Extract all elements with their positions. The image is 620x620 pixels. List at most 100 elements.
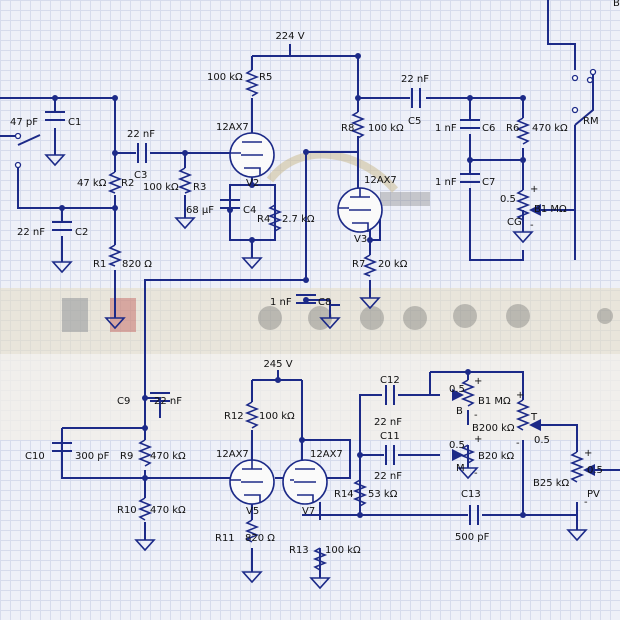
resistor-zigzags <box>107 69 600 571</box>
r9-value: 470 kΩ <box>150 451 186 462</box>
pot-cg-minus: - <box>530 220 534 231</box>
pot-m-wiper: 0.5 <box>449 440 465 451</box>
c4-value: 68 µF <box>186 205 214 216</box>
c10-value: 300 pF <box>75 451 110 462</box>
r3-ref: R3 <box>193 182 206 193</box>
pot-m-value: B20 kΩ <box>478 451 515 462</box>
tube-v5-symbol <box>229 459 275 505</box>
c2-ref: C2 <box>75 227 88 238</box>
pot-t-value: B200 kΩ <box>472 423 515 434</box>
r11-ref: R11 <box>215 533 235 544</box>
pot-cg-wiper: 0.5 <box>500 194 516 205</box>
pot-cg-ref: CG <box>507 217 522 228</box>
pot-t-plus: + <box>516 390 524 401</box>
tube-v7-ref: V7 <box>302 506 315 517</box>
c2-value: 22 nF <box>17 227 45 238</box>
c12-value: 22 nF <box>374 471 402 482</box>
c6-value: 1 nF <box>435 123 457 134</box>
r5-ref: R5 <box>259 72 272 83</box>
r1-ref: R1 <box>93 259 106 270</box>
pot-b-plus: + <box>474 376 482 387</box>
c7-value: 1 nF <box>435 177 457 188</box>
r3-value: 100 kΩ <box>143 182 179 193</box>
r2-value: 47 kΩ <box>77 178 107 189</box>
ground-symbols <box>44 154 588 590</box>
r6-value: 470 kΩ <box>532 123 568 134</box>
c9-ref: C9 <box>117 396 130 407</box>
junction-dots <box>52 53 526 518</box>
r6-ref: R6 <box>506 123 519 134</box>
r5-value: 100 kΩ <box>207 72 243 83</box>
pot-m-plus: + <box>474 434 482 445</box>
r10-value: 470 kΩ <box>150 505 186 516</box>
tube-v3-type: 12AX7 <box>364 175 397 186</box>
c10-ref: C10 <box>25 451 45 462</box>
tube-v2-ref: V2 <box>246 178 259 189</box>
switch-rm-label: RM <box>583 116 599 127</box>
c13-value: 500 pF <box>455 532 490 543</box>
c1-value: 47 pF <box>10 117 38 128</box>
c7-ref: C7 <box>482 177 495 188</box>
c5-value: 22 nF <box>401 74 429 85</box>
pot-m-minus: - <box>474 468 478 479</box>
tube-v7-type: 12AX7 <box>310 449 343 460</box>
r9-ref: R9 <box>120 451 133 462</box>
pot-pv-ref: PV <box>587 489 600 500</box>
open-terminals <box>14 68 597 169</box>
r7-ref: R7 <box>352 259 365 270</box>
r13-ref: R13 <box>289 545 309 556</box>
tube-v5-type: 12AX7 <box>216 449 249 460</box>
corner-text: B <box>613 0 620 9</box>
r8-value: 100 kΩ <box>368 123 404 134</box>
tube-v3-symbol <box>337 187 383 233</box>
pot-pv-value: B25 kΩ <box>533 478 570 489</box>
pot-b-wiper: 0.5 <box>449 384 465 395</box>
c11-value: 22 nF <box>374 417 402 428</box>
r1-value: 820 Ω <box>122 259 152 270</box>
tube-labels: 12AX7 V2 12AX7 V3 12AX7 V5 12AX7 V7 <box>216 122 397 517</box>
c3-ref: C3 <box>134 170 147 181</box>
c8-ref: C8 <box>318 297 331 308</box>
c5-ref: C5 <box>408 116 421 127</box>
pot-cg-plus: + <box>530 184 538 195</box>
tube-v2-type: 12AX7 <box>216 122 249 133</box>
supply-labels: 224 V 245 V B <box>263 0 620 370</box>
r12-value: 100 kΩ <box>259 411 295 422</box>
tube-v2-symbol <box>229 132 275 178</box>
r4-ref: R4 <box>257 214 270 225</box>
r14-value: 53 kΩ <box>368 489 398 500</box>
tube-v3-ref: V3 <box>354 234 367 245</box>
capacitor-plates <box>45 88 480 525</box>
supply-245v-label: 245 V <box>263 359 292 370</box>
pot-pv-wiper: 0.5 <box>587 465 603 476</box>
r12-ref: R12 <box>224 411 244 422</box>
supply-224v-label: 224 V <box>275 31 304 42</box>
c13-ref: C13 <box>461 489 481 500</box>
r13-value: 100 kΩ <box>325 545 361 556</box>
pot-labels: 0.5 B1 MΩ CG + - 0.5 B1 MΩ B + - B200 kΩ… <box>449 184 603 508</box>
c1-ref: C1 <box>68 117 81 128</box>
tube-v5-ref: V5 <box>246 506 259 517</box>
pot-t-ref: T <box>530 412 538 423</box>
pot-b-ref: B <box>456 406 463 417</box>
resistor-labels: 100 kΩ R5 R8 100 kΩ R6 470 kΩ 47 kΩ R2 1… <box>77 72 568 556</box>
c3-value: 22 nF <box>127 129 155 140</box>
c8-value: 1 nF <box>270 297 292 308</box>
capacitor-labels: 47 pF C1 22 nF C2 22 nF C3 68 µF C4 22 n… <box>10 74 495 543</box>
pot-t-minus: - <box>516 438 520 449</box>
pot-cg-value: B1 MΩ <box>534 204 567 215</box>
r10-ref: R10 <box>117 505 137 516</box>
c4-ref: C4 <box>243 205 256 216</box>
pot-b-value: B1 MΩ <box>478 396 511 407</box>
r7-value: 20 kΩ <box>378 259 408 270</box>
pot-t-wiper: 0.5 <box>534 435 550 446</box>
pot-m-ref: M <box>456 463 465 474</box>
r14-ref: R14 <box>334 489 354 500</box>
pot-pv-plus: + <box>584 448 592 459</box>
r4-value: 2.7 kΩ <box>282 214 315 225</box>
c11-ref: C11 <box>380 431 400 442</box>
tube-v7-symbol <box>282 459 328 505</box>
r8-ref: R8 <box>341 123 354 134</box>
